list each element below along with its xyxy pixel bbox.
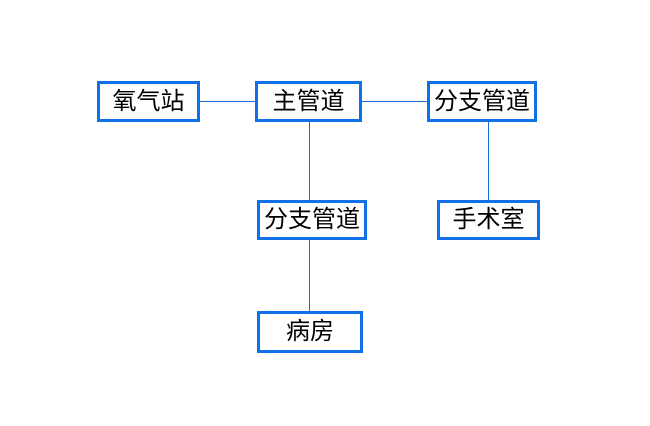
edge-main-pipeline-to-branch-pipeline-right: [362, 101, 427, 102]
node-branch-pipeline-center-label: 分支管道: [264, 207, 360, 233]
node-branch-pipeline-right-label: 分支管道: [434, 88, 530, 115]
node-branch-pipeline-right: 分支管道: [427, 81, 537, 122]
edge-oxygen-station-to-main-pipeline: [200, 101, 255, 102]
node-oxygen-station-label: 氧气站: [112, 88, 185, 115]
node-main-pipeline-label: 主管道: [272, 88, 345, 115]
edge-branch-pipeline-right-to-operating-room: [488, 122, 489, 200]
node-oxygen-station: 氧气站: [97, 81, 200, 122]
node-ward: 病房: [257, 311, 363, 353]
node-operating-room: 手术室: [437, 200, 540, 240]
node-ward-label: 病房: [286, 319, 334, 345]
node-operating-room-label: 手术室: [452, 207, 525, 233]
node-main-pipeline: 主管道: [255, 81, 362, 122]
edge-branch-pipeline-center-to-ward: [309, 240, 310, 311]
edge-main-pipeline-to-branch-pipeline-center: [309, 122, 310, 200]
node-branch-pipeline-center: 分支管道: [257, 200, 367, 240]
